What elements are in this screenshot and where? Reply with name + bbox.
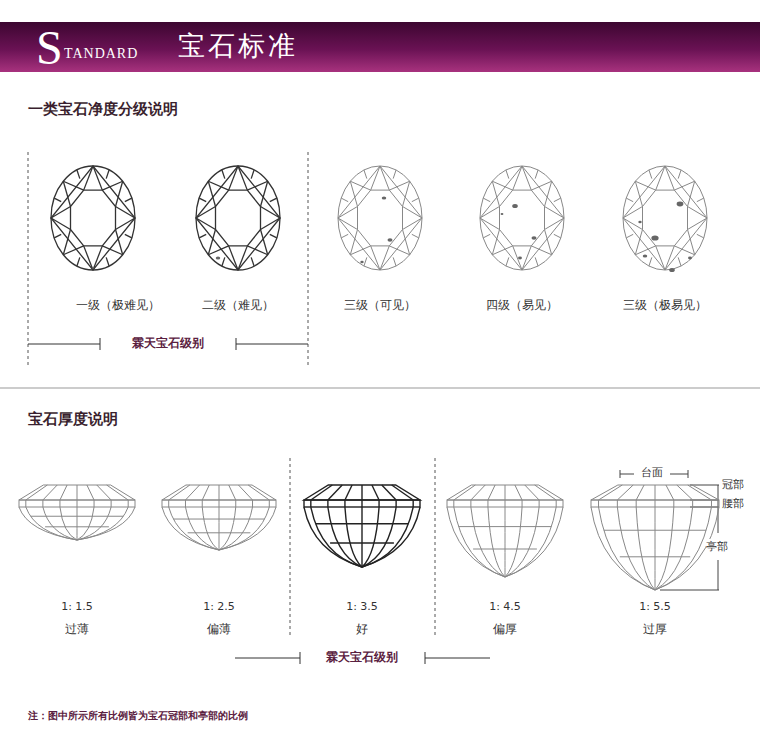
part-label: 腰部 bbox=[722, 497, 744, 510]
grade-label: 二级（难见） bbox=[202, 298, 274, 312]
inclusion bbox=[360, 261, 363, 263]
thickness-label: 过薄 bbox=[65, 622, 89, 636]
ratio-label: 1: 2.5 bbox=[203, 600, 235, 613]
inclusion bbox=[512, 204, 518, 208]
oval-gem bbox=[480, 166, 564, 270]
section-heading: 一类宝石净度分级说明 bbox=[28, 100, 178, 118]
inclusion bbox=[669, 268, 675, 272]
thickness-label: 好 bbox=[356, 622, 368, 636]
inclusion bbox=[651, 235, 658, 240]
gem-profile bbox=[304, 485, 420, 567]
ratio-label: 1: 1.5 bbox=[61, 600, 93, 613]
inclusion bbox=[531, 236, 536, 240]
inclusion bbox=[92, 267, 94, 269]
bracket bbox=[28, 338, 490, 664]
gem-profile bbox=[162, 485, 276, 550]
oval-gem bbox=[623, 166, 707, 270]
inclusion bbox=[643, 254, 647, 257]
grade-label: 四级（易见） bbox=[486, 298, 558, 312]
oval-gem bbox=[338, 166, 422, 270]
grade-label: 三级（极易见） bbox=[623, 298, 707, 312]
inclusion bbox=[677, 202, 684, 207]
bracket-label: 霖天宝石级别 bbox=[326, 650, 398, 664]
inclusion bbox=[518, 257, 522, 260]
s-letter: S bbox=[36, 20, 64, 75]
brand-word: TANDARD bbox=[64, 46, 138, 62]
part-label: 台面 bbox=[641, 466, 663, 479]
section-heading: 宝石厚度说明 bbox=[28, 410, 118, 428]
gem-profile bbox=[447, 485, 563, 577]
thickness-label: 偏厚 bbox=[493, 622, 517, 636]
header-title: 宝石标准 bbox=[178, 28, 298, 64]
gem-profile bbox=[591, 485, 719, 590]
ratio-label: 1: 4.5 bbox=[489, 600, 521, 613]
thickness-label: 偏薄 bbox=[207, 622, 231, 636]
inclusion bbox=[501, 213, 504, 215]
ratio-label: 1: 3.5 bbox=[346, 600, 378, 613]
thickness-label: 过厚 bbox=[643, 622, 667, 636]
note: 注：图中所示所有比例皆为宝石冠部和亭部的比例 bbox=[28, 710, 248, 722]
oval-gem bbox=[51, 166, 135, 270]
inclusion bbox=[638, 221, 641, 223]
header-band: STANDARD 宝石标准 bbox=[0, 22, 760, 72]
gem-profile bbox=[19, 485, 135, 540]
oval-gem bbox=[196, 166, 280, 270]
inclusion bbox=[216, 256, 220, 259]
gem-drawings bbox=[19, 166, 719, 590]
divider-dashes bbox=[28, 152, 435, 636]
ratio-label: 1: 5.5 bbox=[639, 600, 671, 613]
inclusion bbox=[382, 196, 386, 199]
part-label: 亭部 bbox=[706, 539, 728, 554]
grade-label: 三级（可见） bbox=[344, 298, 416, 312]
grade-label: 一级（极难见） bbox=[76, 298, 160, 312]
part-label: 冠部 bbox=[722, 478, 744, 491]
bracket-label: 霖天宝石级别 bbox=[132, 336, 204, 350]
inclusion bbox=[688, 257, 692, 260]
separator bbox=[0, 388, 760, 389]
inclusion bbox=[387, 238, 392, 242]
